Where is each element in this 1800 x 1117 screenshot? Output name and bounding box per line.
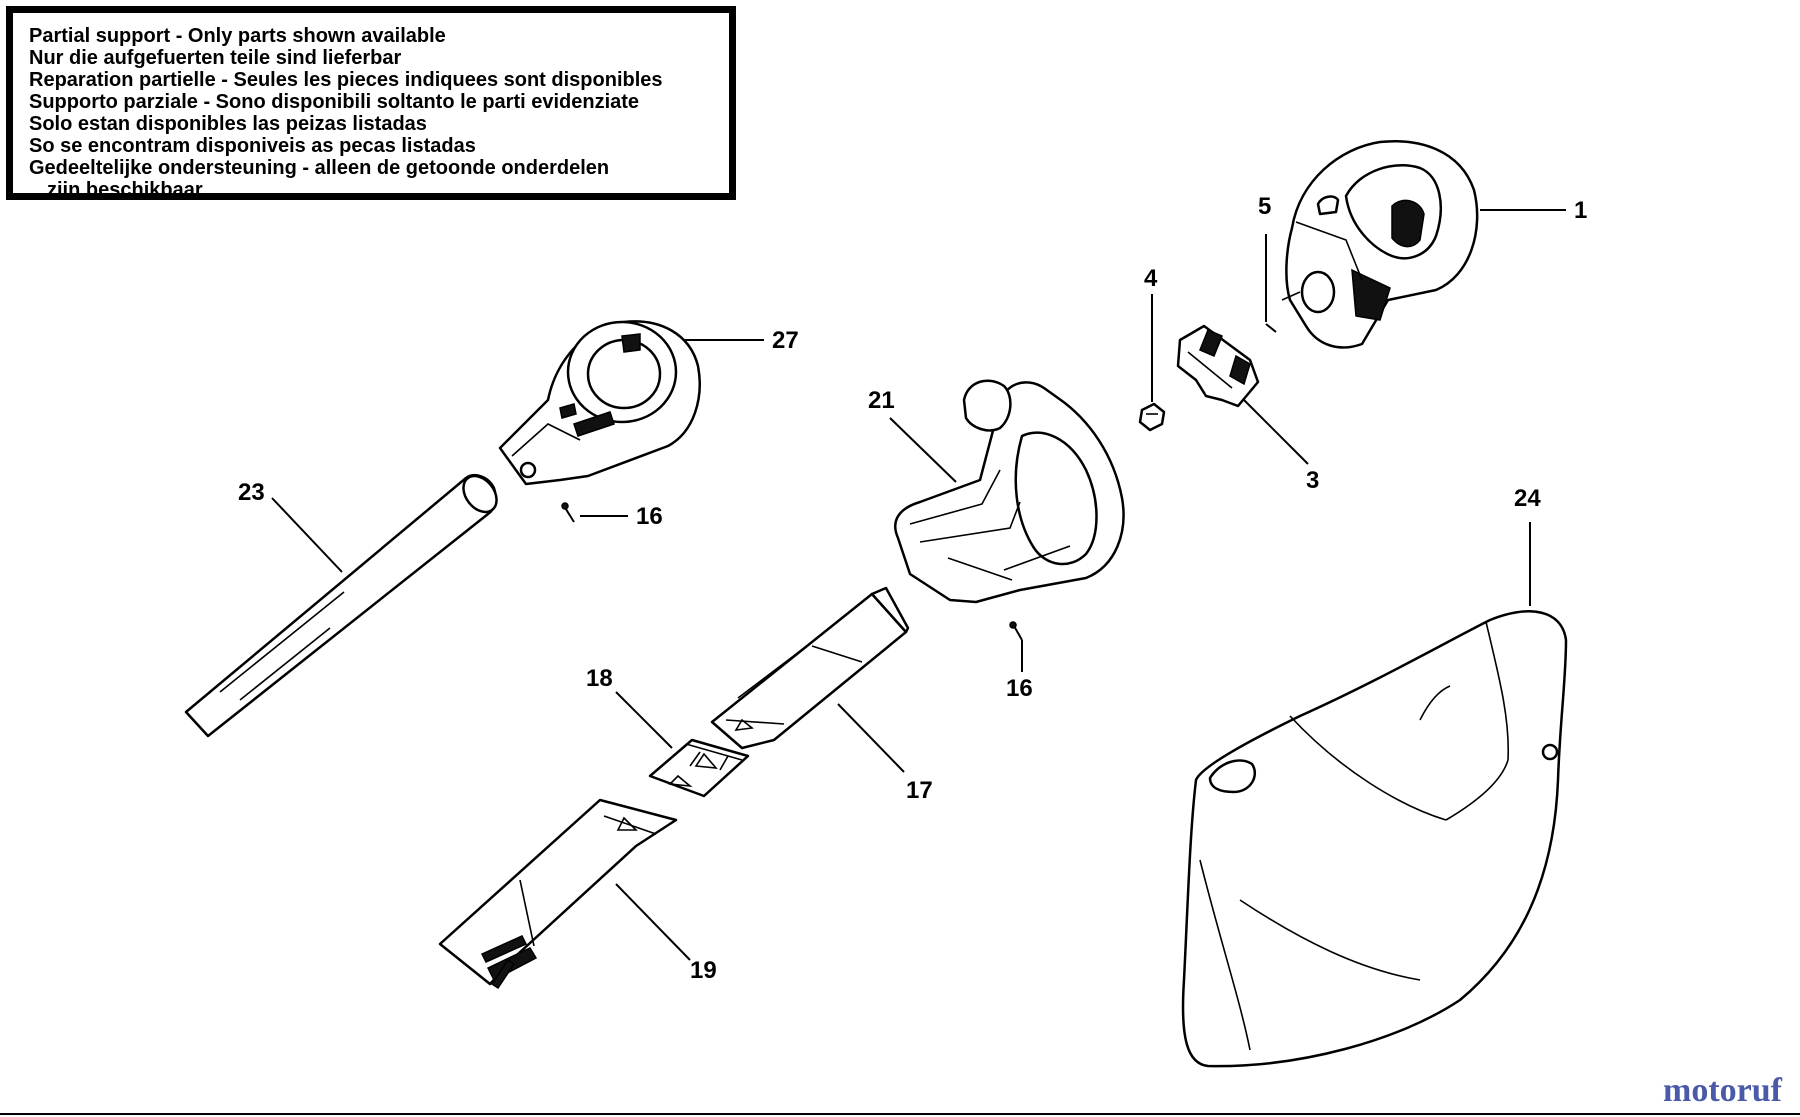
callout-27: 27 xyxy=(772,327,799,354)
callout-5: 5 xyxy=(1258,193,1271,220)
part-3-impeller[interactable] xyxy=(1176,324,1260,408)
notice-line-pt: So se encontram disponiveis as pecas lis… xyxy=(29,135,476,157)
callout-4: 4 xyxy=(1144,265,1158,292)
callout-18: 18 xyxy=(586,665,613,692)
callout-3: 3 xyxy=(1306,467,1319,494)
notice-line-nl-cont: zijn beschikbaar xyxy=(47,179,203,201)
callout-1: 1 xyxy=(1574,197,1587,224)
leader-3 xyxy=(1243,399,1309,465)
part-18-warning-label[interactable] xyxy=(648,738,750,798)
leader-21 xyxy=(889,417,957,483)
part-23-blower-tube[interactable] xyxy=(184,470,503,738)
part-1-motor-housing[interactable] xyxy=(1281,140,1479,349)
callout-21: 21 xyxy=(868,387,895,414)
callout-24: 24 xyxy=(1514,485,1541,512)
leader-lines xyxy=(271,209,1566,961)
callout-19: 19 xyxy=(690,957,717,984)
leader-23 xyxy=(271,497,343,573)
leader-17 xyxy=(837,703,905,773)
part-16-screw-upper[interactable] xyxy=(561,502,575,523)
partial-support-notice: Partial support - Only parts shown avail… xyxy=(6,6,736,201)
leader-18 xyxy=(615,691,673,749)
callout-17: 17 xyxy=(906,777,933,804)
notice-line-nl: Gedeeltelijke ondersteuning - alleen de … xyxy=(29,157,610,179)
part-17-vacuum-tube-upper[interactable] xyxy=(710,586,910,750)
bottom-rule xyxy=(0,1113,1800,1115)
leader-19 xyxy=(615,883,691,961)
part-19-vacuum-tube-lower[interactable] xyxy=(438,798,678,990)
notice-line-de: Nur die aufgefuerten teile sind lieferba… xyxy=(29,47,402,69)
callout-16-upper: 16 xyxy=(636,503,663,530)
callout-23: 23 xyxy=(238,479,265,506)
part-4-nut[interactable] xyxy=(1138,402,1166,432)
notice-line-en: Partial support - Only parts shown avail… xyxy=(29,25,446,47)
callout-16-lower: 16 xyxy=(1006,675,1033,702)
part-5-pin[interactable] xyxy=(1265,323,1277,333)
part-27-nozzle-housing[interactable] xyxy=(498,320,701,486)
part-21-handle-body[interactable] xyxy=(894,379,1125,604)
motoruf-watermark: motoruf xyxy=(1663,1072,1782,1109)
notice-line-es: Solo estan disponibles las peizas listad… xyxy=(29,113,427,135)
part-24-collection-bag[interactable] xyxy=(1181,610,1568,1068)
notice-line-it: Supporto parziale - Sono disponibili sol… xyxy=(29,91,640,113)
part-16-screw-lower[interactable] xyxy=(1009,621,1023,641)
notice-line-fr: Reparation partielle - Seules les pieces… xyxy=(29,69,663,91)
